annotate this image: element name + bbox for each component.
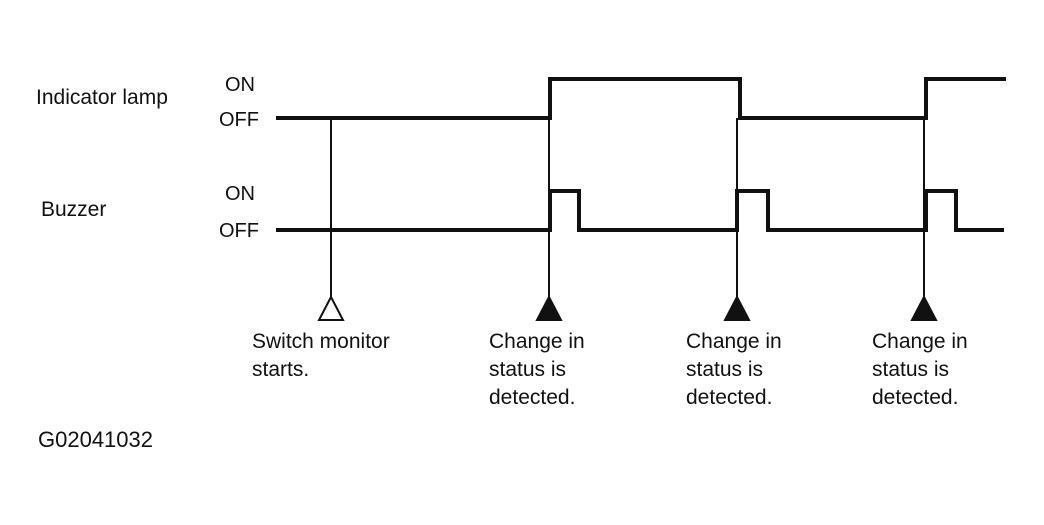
caption-line: Change in	[489, 330, 585, 353]
figure-code: G02041032	[38, 427, 153, 452]
caption-line: detected.	[489, 386, 576, 409]
buzzer-on-label: ON	[225, 183, 255, 205]
event-caption-change-1: Change in status is detected.	[489, 328, 679, 412]
buzzer-off-label: OFF	[219, 220, 259, 242]
filled-triangle-icon	[535, 294, 563, 321]
caption-line: Switch monitor	[252, 330, 390, 353]
event-caption-change-3: Change in status is detected.	[872, 328, 1044, 412]
filled-triangle-icon	[723, 294, 751, 321]
indicator-on-label: ON	[225, 74, 255, 96]
event-caption-change-2: Change in status is detected.	[686, 328, 876, 412]
buzzer-label: Buzzer	[41, 198, 107, 221]
caption-line: status is	[686, 358, 764, 381]
event-caption-start: Switch monitor starts.	[252, 328, 442, 384]
indicator-lamp-waveform	[276, 77, 1006, 120]
caption-line: Change in	[872, 330, 968, 353]
filled-triangle-icon	[910, 294, 938, 321]
caption-line: status is	[489, 358, 567, 381]
buzzer-waveform	[276, 189, 1004, 232]
caption-line: detected.	[686, 386, 773, 409]
caption-line: starts.	[252, 358, 310, 381]
caption-line: detected.	[872, 386, 959, 409]
indicator-lamp-label: Indicator lamp	[36, 86, 168, 109]
hollow-triangle-icon	[317, 294, 345, 321]
caption-line: Change in	[686, 330, 782, 353]
caption-line: status is	[872, 358, 950, 381]
indicator-off-label: OFF	[219, 109, 259, 131]
